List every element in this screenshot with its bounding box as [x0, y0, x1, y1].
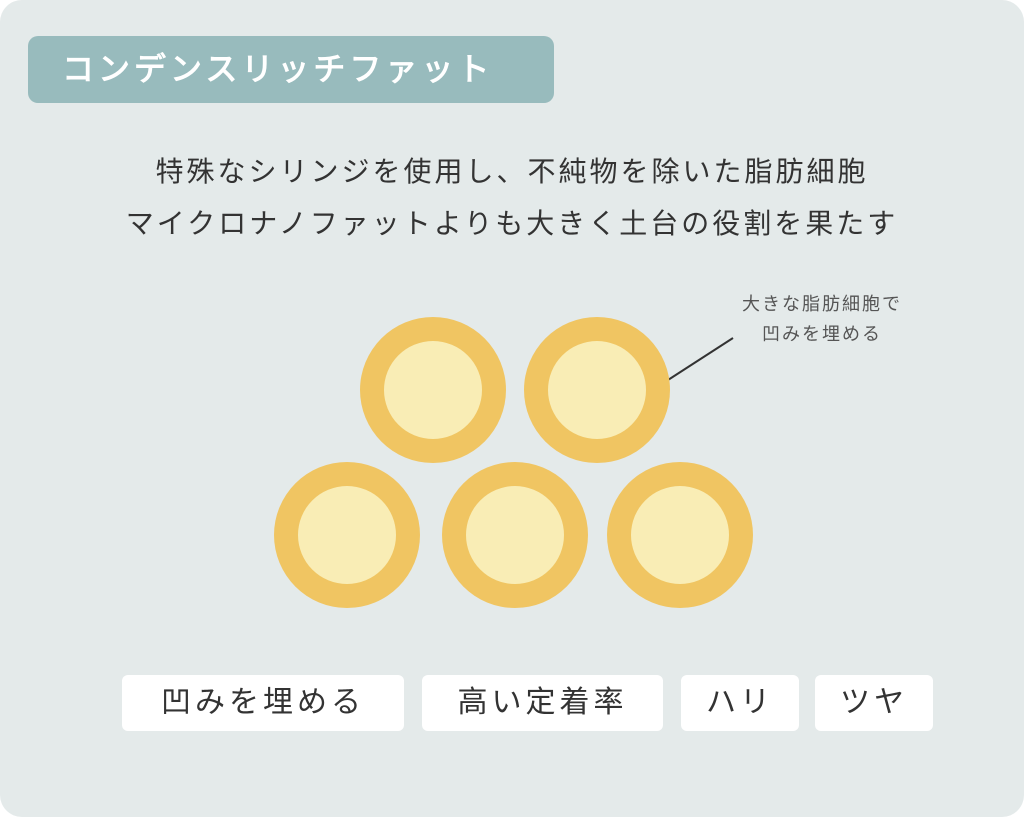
fat-cell [442, 462, 588, 608]
fat-cell [360, 317, 506, 463]
annotation-line-2: 凹みを埋める [762, 324, 882, 345]
annotation-line-1: 大きな脂肪細胞で [742, 294, 902, 315]
annotation: 大きな脂肪細胞で 凹みを埋める [712, 290, 932, 350]
tag-firmness: ハリ [681, 675, 799, 731]
description-line-2: マイクロナノファットよりも大きく土台の役割を果たす [125, 207, 899, 240]
fat-cell [274, 462, 420, 608]
tag-gloss: ツヤ [815, 675, 933, 731]
title-banner: コンデンスリッチファット [28, 36, 554, 103]
fat-cell [524, 317, 670, 463]
description-line-1: 特殊なシリンジを使用し、不純物を除いた脂肪細胞 [155, 155, 869, 188]
tag-retention: 高い定着率 [422, 675, 663, 731]
fat-cell [607, 462, 753, 608]
tag-fill-dents: 凹みを埋める [122, 675, 404, 731]
